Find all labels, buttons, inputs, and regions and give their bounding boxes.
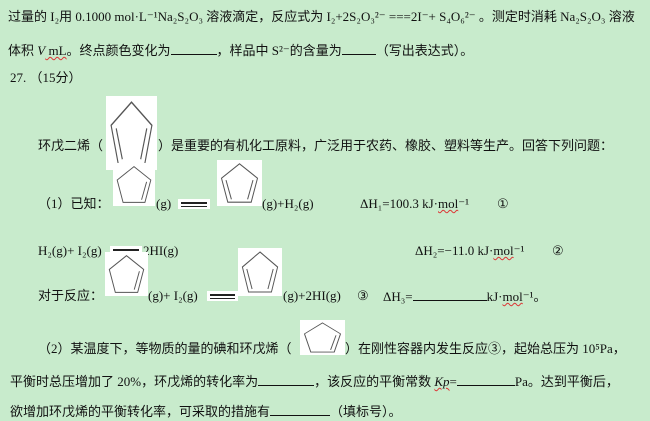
answer-blank[interactable]: [412, 288, 487, 301]
enthalpy-3: ΔH₃= kJ·mol⁻¹。: [383, 288, 547, 305]
text: (g)+ I₂(g): [148, 288, 198, 303]
text: （2）某温度下，等物质的量的碘和环戊烯（: [38, 341, 292, 356]
text: mol: [438, 196, 459, 211]
text: 。终点颜色变化为: [66, 43, 171, 58]
answer-blank[interactable]: [170, 42, 217, 55]
answer-blank[interactable]: [258, 373, 315, 386]
text-line: 平衡时总压增加了 20%，环戊烯的转化率为 ，该反应的平衡常数 Kp= Pa。达到平…: [10, 373, 619, 390]
text: 环戊二烯（: [38, 138, 104, 153]
text: (g)+2HI(g): [283, 288, 341, 303]
text: H₂(g)+ I₂(g): [38, 243, 102, 258]
answer-blank[interactable]: [270, 403, 331, 416]
text: =: [449, 374, 457, 389]
question-header: 27. （15分）: [10, 70, 82, 85]
text: ，样品中 S²⁻的含量为: [216, 43, 342, 58]
text: （填标号）。: [330, 404, 402, 419]
variable-kp: Kp: [434, 374, 450, 389]
text-line: 体积 V mL。终点颜色变化为 ，样品中 S²⁻的含量为 （写出表达式）。: [8, 42, 473, 59]
text: ）在刚性容器内发生反应③，起始总压为 10⁵Pa，: [345, 341, 626, 356]
text: ⁻¹: [513, 243, 525, 258]
text: 对于反应：: [38, 288, 104, 303]
cyclopentene-structure-icon: [105, 252, 148, 296]
reaction-number: ②: [552, 243, 564, 258]
text: ΔH₁=100.3 kJ·: [360, 196, 438, 211]
text: 2HI(g): [143, 243, 179, 258]
text: ）是重要的有机化工原料，广泛用于农药、橡胶、塑料等生产。回答下列问题：: [158, 138, 614, 153]
text: mol: [493, 243, 514, 258]
text: ，该反应的平衡常数: [314, 374, 435, 389]
answer-blank[interactable]: [456, 373, 515, 386]
text: (g): [156, 196, 172, 211]
variable-v: V: [37, 43, 46, 58]
answer-blank[interactable]: [341, 42, 376, 55]
text: ⁻¹: [458, 196, 469, 211]
text: ΔH₂=−11.0 kJ·: [415, 243, 494, 258]
reaction-number: ③: [357, 288, 369, 303]
cyclopentadiene-structure-icon: [238, 248, 282, 296]
text: 欲增加环戊烯的平衡转化率，可采取的措施有: [10, 404, 271, 419]
part1-label: （1）已知：: [38, 196, 110, 211]
enthalpy-1: ΔH₁=100.3 kJ·mol⁻¹: [360, 196, 469, 212]
reaction-number: ①: [497, 196, 509, 211]
text-line: 欲增加环戊烯的平衡转化率，可采取的措施有 （填标号）。: [10, 403, 402, 420]
text: 平衡时总压增加了 20%，环戊烯的转化率为: [10, 374, 259, 389]
text: kJ·: [486, 289, 503, 304]
cyclopentadiene-structure-icon: [217, 160, 262, 206]
text: ⁻¹。: [522, 289, 547, 304]
text: (g)+H₂(g): [262, 196, 314, 211]
text: 体积: [8, 43, 38, 58]
text: mL: [45, 43, 67, 58]
text: ΔH₃=: [383, 289, 413, 304]
text-line: 过量的 I₂用 0.1000 mol·L⁻¹Na₂S₂O₃ 溶液滴定，反应式为 …: [8, 9, 635, 24]
text: （写出表达式）。: [375, 43, 474, 58]
equilibrium-equals-sign-icon: [178, 199, 210, 209]
cyclopentadiene-structure-icon: [106, 96, 157, 170]
cyclopentene-structure-icon: [113, 163, 155, 206]
text: mol: [502, 289, 523, 304]
text: Pa。达到平衡后，: [514, 374, 619, 389]
cyclopentene-structure-icon: [300, 320, 345, 355]
equilibrium-equals-sign-icon: [207, 291, 238, 301]
enthalpy-2: ΔH₂=−11.0 kJ·mol⁻¹: [415, 243, 524, 259]
